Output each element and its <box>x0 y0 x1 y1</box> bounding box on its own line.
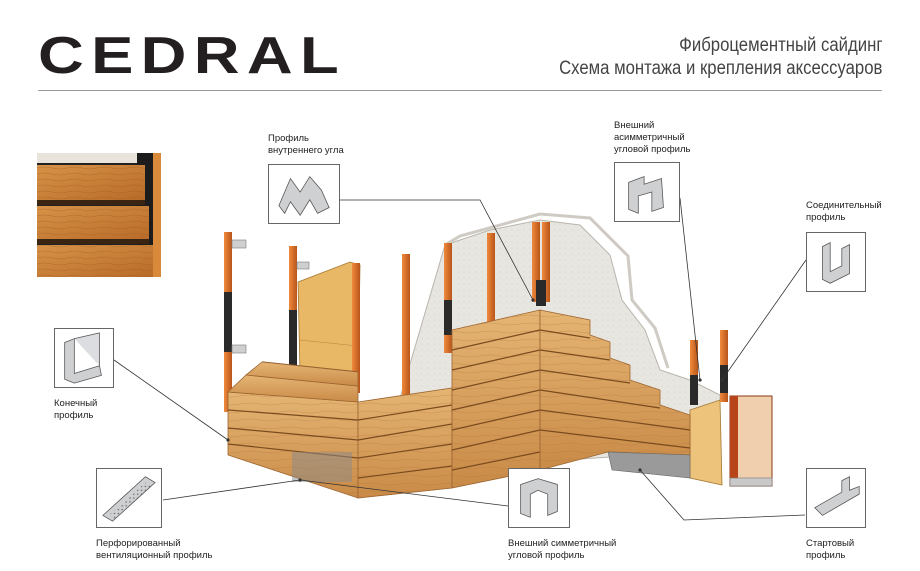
logo-text: CEDRAL <box>38 32 346 78</box>
joint-profile-image <box>806 232 866 292</box>
perforated-profile-image <box>96 468 162 528</box>
sym-corner-line-2: угловой профиль <box>508 550 585 561</box>
callout-inner-corner-label: Профиль внутреннего угла <box>268 133 344 157</box>
inner-corner-line-2: внутреннего угла <box>268 145 344 156</box>
asym-corner-line-2: асимметричный <box>614 132 685 143</box>
middle-wall-planks <box>357 309 541 499</box>
starter-profile-image <box>806 468 866 528</box>
header-divider <box>38 90 882 91</box>
perforated-line-1: Перфорированный <box>96 538 181 549</box>
inner-corner-line-1: Профиль <box>268 133 310 144</box>
joint-line-1: Соединительный <box>806 200 882 211</box>
end-line-1: Конечный <box>54 398 98 409</box>
starter-line-1: Стартовый <box>806 538 855 549</box>
end-profile-image <box>54 328 114 388</box>
cedral-logo: CEDRAL <box>38 32 346 78</box>
page-title: Фиброцементный сайдинг Схема монтажа и к… <box>559 34 882 80</box>
callout-sym-corner-label: Внешний симметричный угловой профиль <box>508 538 616 562</box>
end-line-2: профиль <box>54 410 94 421</box>
sym-corner-profile-image <box>508 468 570 528</box>
siding-texture-photo <box>37 153 161 277</box>
inner-corner-profile-image <box>268 164 340 224</box>
callout-perforated-label: Перфорированный вентиляционный профиль <box>96 538 212 562</box>
starter-line-2: профиль <box>806 550 846 561</box>
window-frame <box>729 395 773 487</box>
callout-joint-label: Соединительный профиль <box>806 200 882 224</box>
asym-corner-line-3: угловой профиль <box>614 144 691 155</box>
title-line-1: Фиброцементный сайдинг <box>678 35 882 56</box>
callout-asym-corner-label: Внешний асимметричный угловой профиль <box>614 120 690 156</box>
callout-starter-label: Стартовый профиль <box>806 538 854 562</box>
left-wall-planks <box>227 361 359 499</box>
asym-corner-profile-image <box>614 162 680 222</box>
callout-end-label: Конечный профиль <box>54 398 97 422</box>
sym-corner-line-1: Внешний симметричный <box>508 538 617 549</box>
joint-line-2: профиль <box>806 212 846 223</box>
asym-corner-line-1: Внешний <box>614 120 655 131</box>
title-line-2: Схема монтажа и крепления аксессуаров <box>558 58 882 79</box>
perforated-line-2: вентиляционный профиль <box>96 550 213 561</box>
